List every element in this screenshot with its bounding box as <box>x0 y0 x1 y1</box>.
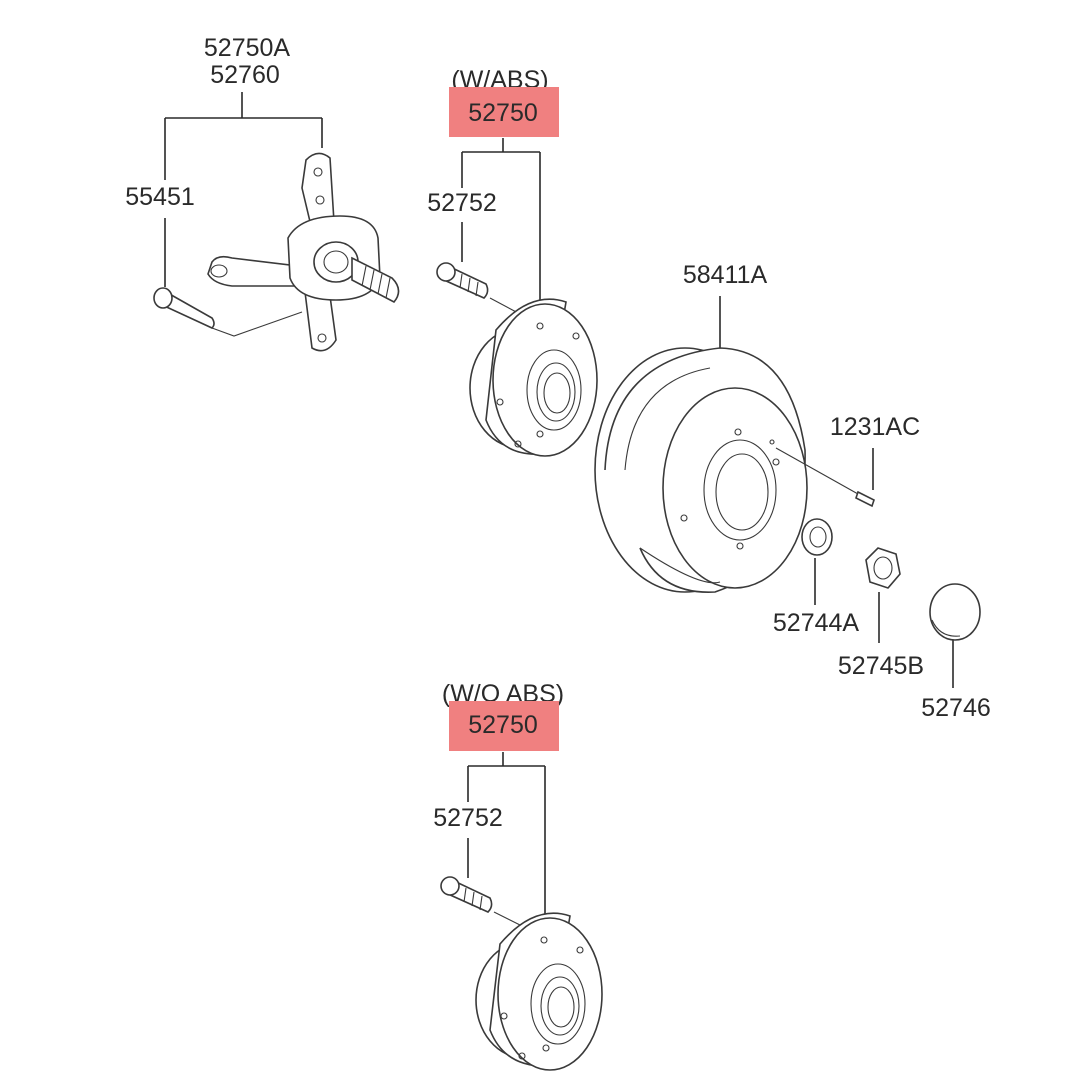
hub-bearing-noabs-part[interactable] <box>475 912 603 1071</box>
brake-drum-part[interactable] <box>594 347 859 593</box>
hub-bolt-noabs-part[interactable] <box>440 876 527 929</box>
washer-52744A-part[interactable] <box>801 518 833 556</box>
cap-52746-part[interactable] <box>929 583 981 641</box>
label-52760[interactable]: 52760 <box>210 61 280 89</box>
hub-bolt-abs-part[interactable] <box>436 262 521 315</box>
highlight-w-abs-52750 <box>449 87 559 137</box>
label-52750A[interactable]: 52750A <box>204 34 291 62</box>
label-w-abs-52752[interactable]: 52752 <box>427 189 497 217</box>
highlight-wo-abs-52750 <box>449 701 559 751</box>
screw-1231AC-part[interactable] <box>855 490 875 508</box>
hub-bearing-abs-part[interactable] <box>469 298 598 457</box>
leader-lines <box>164 92 954 918</box>
label-52745B[interactable]: 52745B <box>838 652 924 680</box>
label-52744A[interactable]: 52744A <box>773 609 860 637</box>
steering-knuckle-part[interactable] <box>207 152 400 352</box>
label-55451[interactable]: 55451 <box>125 183 195 211</box>
nut-52745B-part[interactable] <box>865 547 901 589</box>
label-58411A[interactable]: 58411A <box>683 261 768 289</box>
bolt-55451-part[interactable] <box>153 287 303 337</box>
label-52746[interactable]: 52746 <box>921 694 991 722</box>
label-1231AC[interactable]: 1231AC <box>830 413 920 441</box>
label-w-abs-52750[interactable]: 52750 <box>468 99 538 127</box>
label-wo-abs-52752[interactable]: 52752 <box>433 804 503 832</box>
label-wo-abs-52750[interactable]: 52750 <box>468 711 538 739</box>
